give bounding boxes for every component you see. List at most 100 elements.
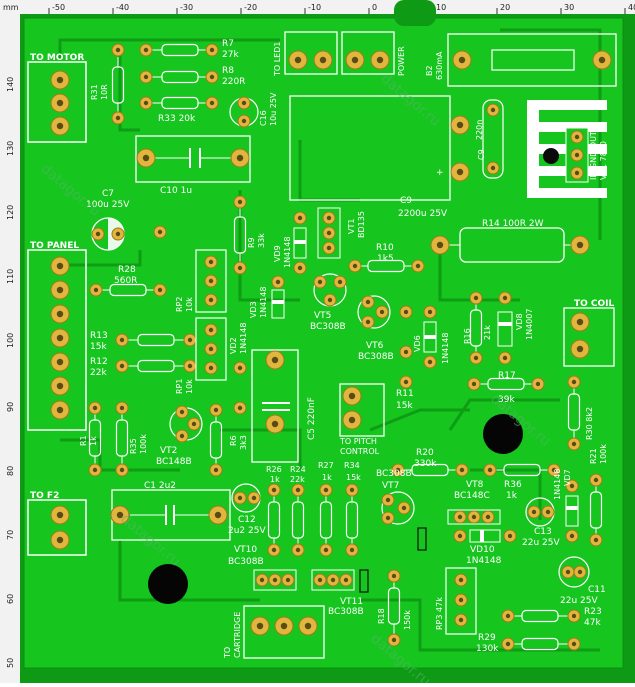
rp1-label: RP1: [175, 379, 184, 394]
vt6-body: [357, 295, 391, 329]
vt11-body: [311, 569, 355, 591]
vd8-body: [497, 311, 513, 347]
vt6-value: BC308B: [358, 352, 394, 362]
c5-label: C5 220nF: [307, 397, 317, 440]
left-tick-label: 130: [6, 141, 15, 156]
fuse-body: [491, 49, 575, 71]
r6-label: R6: [229, 435, 238, 446]
r31-label: R31: [90, 84, 99, 100]
vr1-label: VR1 7810: [599, 141, 608, 180]
top-tick-label: -30: [180, 3, 193, 12]
r10-value: 1k5: [377, 254, 394, 264]
r29-value: 130k: [476, 644, 499, 654]
r30-label: R30 8k2: [585, 407, 594, 440]
mounting-hole-left: [148, 564, 188, 604]
c12-label: C12: [238, 515, 256, 525]
vt1-value: BD135: [357, 211, 366, 238]
vd10-body: [469, 529, 501, 543]
coil-label: TO COIL: [574, 299, 615, 309]
r27-value: 1k: [322, 473, 332, 482]
c13-value: 22u 25V: [522, 538, 560, 548]
r21-label: R21: [589, 448, 598, 464]
vt8-body: [447, 509, 501, 525]
f2-label: TO F2: [30, 491, 59, 501]
left-tick-label: 60: [6, 594, 15, 604]
r34-value: 15k: [346, 473, 361, 482]
top-tick-label: -50: [52, 3, 65, 12]
r11-label: R11: [396, 389, 414, 399]
c11-value: 22u 25V: [560, 596, 598, 606]
r20-value: 330k: [414, 459, 437, 469]
r10-label: R10: [376, 243, 394, 253]
r8-label: R8: [222, 66, 234, 76]
vt11-label: VT11: [340, 597, 363, 607]
c9-bulk-cap: [289, 95, 451, 201]
pitch-connector: [339, 383, 385, 437]
rp2-value: 10k: [185, 297, 194, 312]
c7-value: 100u 25V: [86, 200, 130, 210]
r17-value: 39k: [498, 395, 515, 405]
vd2-value: 1N4148: [239, 323, 248, 354]
c10-label: C10 1u: [160, 186, 192, 196]
top-tick-label: -20: [244, 3, 257, 12]
vd8-value: 1N4007: [525, 309, 534, 340]
r36-value: 1k: [506, 491, 518, 501]
vt8-value: BC148C: [454, 491, 490, 501]
top-tick-label: 10: [436, 3, 446, 12]
r20-label: R20: [416, 448, 434, 458]
left-tick-label: 120: [6, 205, 15, 220]
top-tick-label: 30: [564, 3, 574, 12]
c11-outline: [558, 556, 590, 588]
c5-cap: [251, 349, 299, 463]
cartridge-connector: [243, 605, 325, 659]
jumper-1: [359, 569, 369, 593]
vt5-label: VT5: [314, 311, 331, 321]
r23-label: R23: [584, 607, 602, 617]
vd7-body: [565, 495, 579, 527]
r12-value: 22k: [90, 368, 107, 378]
r16-label: R16: [463, 328, 472, 344]
r34-label: R34: [344, 461, 360, 470]
r35-value: 100k: [139, 434, 148, 454]
left-tick-label: 80: [6, 466, 15, 476]
r18-value: 150k: [403, 610, 412, 630]
panel-connector: [27, 249, 87, 431]
r29-label: R29: [478, 633, 496, 643]
vt7-label: VT7: [382, 481, 399, 491]
r35-label: R35: [129, 438, 138, 454]
r24-value: 22k: [290, 475, 305, 484]
top-tick-label: 0: [372, 3, 377, 12]
c9-value: 2200u 25V: [398, 209, 448, 219]
ruler-unit: mm: [3, 3, 19, 12]
r21-value: 100k: [599, 444, 608, 464]
vt7-body: [381, 491, 415, 525]
coil-connector: [563, 307, 615, 367]
c16-value: 10u 25V: [269, 92, 278, 126]
left-tick-label: 140: [6, 77, 15, 92]
vd10-value: 1N4148: [466, 556, 502, 566]
rp1-value: 10k: [185, 379, 194, 394]
c1-label: C1 2u2: [144, 481, 176, 491]
rp2-label: RP2: [175, 297, 184, 312]
rp3-trimmer: [445, 567, 477, 635]
vd10-label: VD10: [470, 545, 495, 555]
c9-small-value: 220n: [475, 120, 484, 140]
r28-value: 560R: [114, 276, 137, 286]
vd6-value: 1N4148: [441, 333, 450, 364]
jumper-2: [417, 527, 427, 551]
vt7-value: BC308B: [376, 469, 412, 479]
vt6-label: VT6: [366, 341, 384, 351]
r26-value: 1k: [270, 475, 280, 484]
rp2-trimmer: [195, 249, 227, 313]
left-tick-label: 90: [6, 402, 15, 412]
board-notch: [394, 0, 436, 26]
mounting-hole-right: [483, 414, 523, 454]
r33-label: R33 20k: [158, 114, 196, 124]
motor-label: TO MOTOR: [30, 53, 84, 63]
b2-label: B2: [425, 65, 434, 76]
r14-label: R14 100R 2W: [482, 219, 544, 229]
pitch-label-2: CONTROL: [340, 447, 380, 456]
rp1-trimmer: [195, 317, 227, 381]
